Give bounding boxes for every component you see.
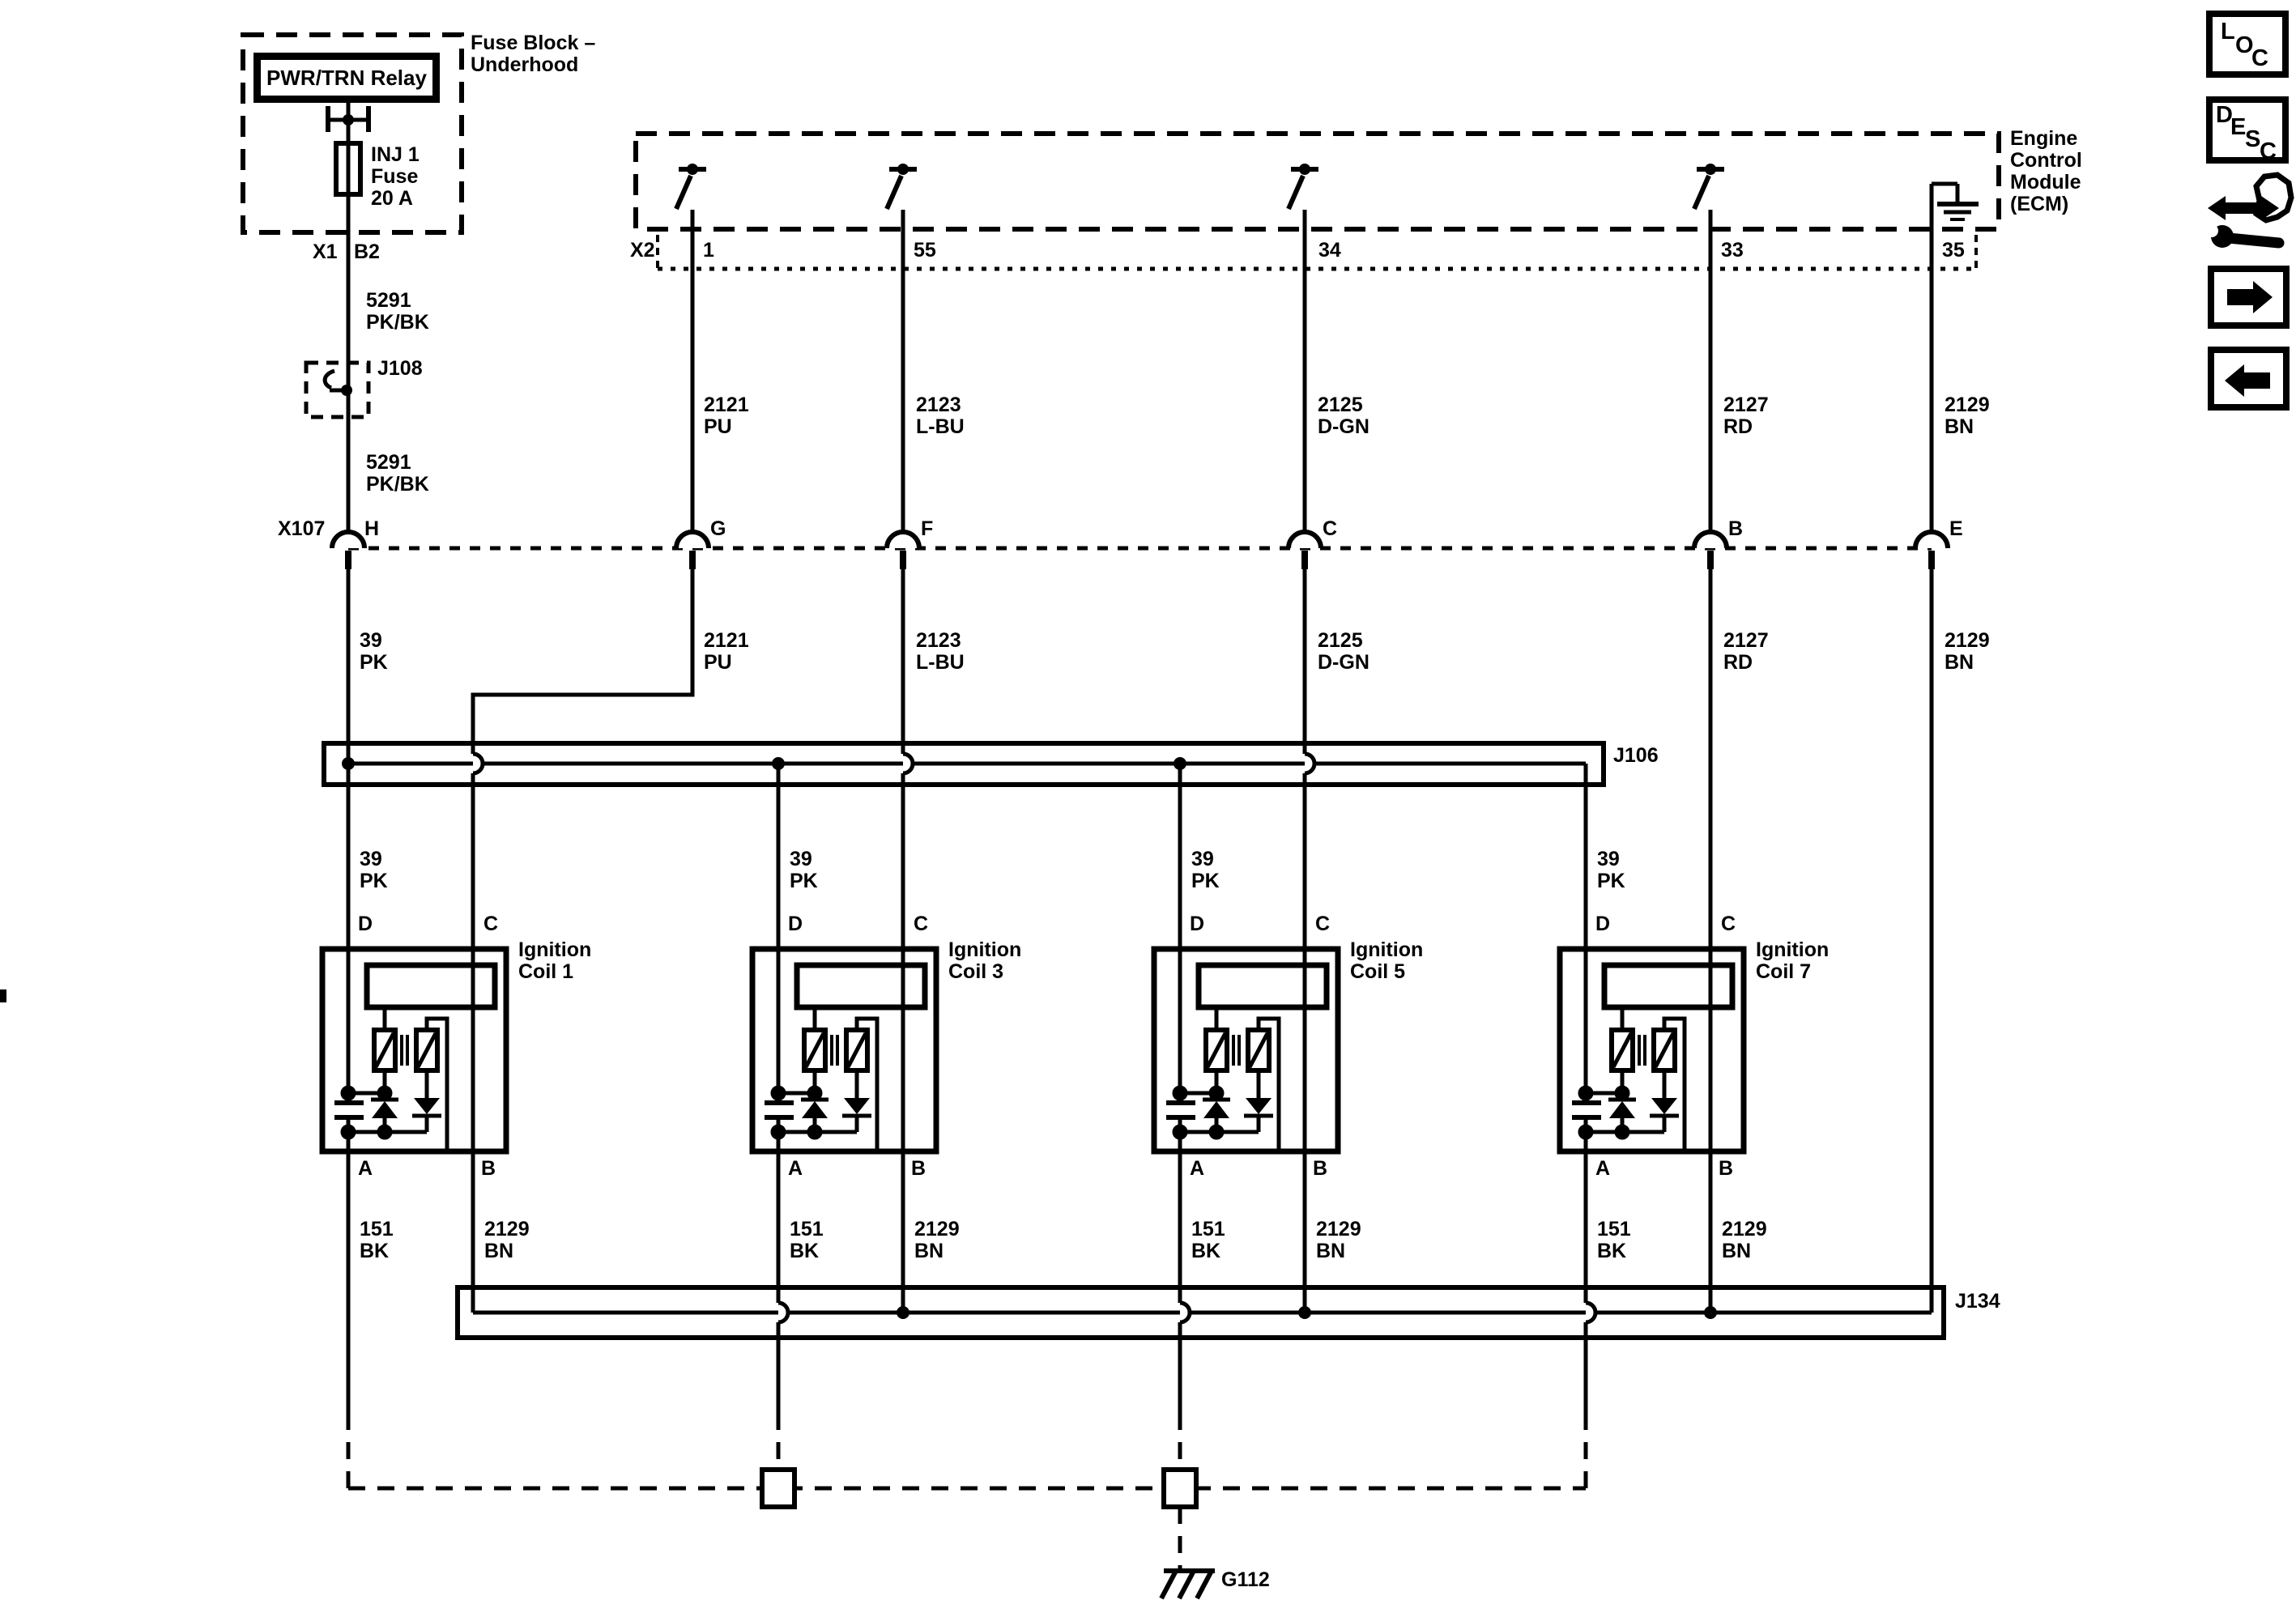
wire-2123-upper: 2123 L-BU bbox=[916, 394, 965, 438]
fuse-pin-b2: B2 bbox=[354, 240, 380, 263]
coil5-pin-a: A bbox=[1190, 1157, 1205, 1180]
inj1-fuse-label: INJ 1 Fuse 20 A bbox=[371, 143, 420, 210]
coil1-pin-c: C bbox=[483, 913, 499, 935]
wire-hops bbox=[473, 754, 1595, 1322]
ground-dashed-wires bbox=[346, 1413, 1588, 1569]
ecm-pin-1: 1 bbox=[703, 239, 714, 262]
ecm-pin-34: 34 bbox=[1318, 239, 1341, 262]
desc-letter-c: C bbox=[2260, 138, 2277, 164]
junction-j106: J106 bbox=[1613, 744, 1659, 767]
fuse-block-box bbox=[241, 32, 464, 235]
coil1-pin-a: A bbox=[358, 1157, 373, 1180]
coil5-pin-c: C bbox=[1315, 913, 1331, 935]
splice-j108: J108 bbox=[377, 357, 423, 380]
ecm-connector-x2: X2 bbox=[630, 239, 655, 262]
related-diagram-icon[interactable] bbox=[2205, 172, 2294, 249]
wire-2129-lower: 2129 BN bbox=[1945, 629, 1990, 674]
x107-pin-b: B bbox=[1728, 517, 1744, 540]
x107-label: X107 bbox=[278, 517, 326, 540]
fuse-block-label: Fuse Block – Underhood bbox=[471, 32, 596, 76]
ecm-driver-symbols bbox=[676, 164, 1724, 209]
x107-pin-f: F bbox=[921, 517, 934, 540]
desc-letter-d: D bbox=[2216, 102, 2233, 128]
coil3-pin-b: B bbox=[911, 1157, 926, 1180]
g112-ground-symbol bbox=[1159, 1568, 1215, 1600]
wire-2125-upper: 2125 D-GN bbox=[1318, 394, 1370, 438]
coil7-pin-b: B bbox=[1719, 1157, 1734, 1180]
fuse-connector-x1: X1 bbox=[313, 240, 338, 263]
back-arrow-button[interactable] bbox=[2208, 347, 2290, 411]
wire-39-coil3: 39 PK bbox=[790, 848, 818, 892]
wire-2129-coil3: 2129 BN bbox=[914, 1218, 960, 1262]
ecm-pin-55: 55 bbox=[914, 239, 936, 262]
x107-pin-e: E bbox=[1949, 517, 1963, 540]
coil5-name: Ignition Coil 5 bbox=[1350, 938, 1424, 983]
forward-arrow-button[interactable] bbox=[2208, 266, 2290, 329]
j134-bus bbox=[455, 1285, 1946, 1340]
right-arrow-icon bbox=[2227, 281, 2273, 313]
junction-j134: J134 bbox=[1955, 1290, 2000, 1313]
coil3-pin-c: C bbox=[914, 913, 929, 935]
j108-splice-box bbox=[304, 360, 371, 419]
wire-39-coil1: 39 PK bbox=[360, 848, 388, 892]
coil3-pin-a: A bbox=[788, 1157, 803, 1180]
coil3-pin-d: D bbox=[788, 913, 803, 935]
wire-2121-upper: 2121 PU bbox=[704, 394, 749, 438]
loc-letter-c: C bbox=[2251, 45, 2268, 71]
coil5-pin-b: B bbox=[1313, 1157, 1328, 1180]
wire-5291-lower: 5291 PK/BK bbox=[366, 451, 429, 496]
ecm-pin-35: 35 bbox=[1942, 239, 1965, 262]
ecm-pin-33: 33 bbox=[1721, 239, 1744, 262]
ecm-box bbox=[633, 131, 2001, 271]
coil1-pin-b: B bbox=[481, 1157, 496, 1180]
x107-pin-h: H bbox=[364, 517, 380, 540]
coil7-pin-d: D bbox=[1595, 913, 1611, 935]
wire-39-coil5: 39 PK bbox=[1191, 848, 1220, 892]
edge-artifact bbox=[0, 989, 6, 1002]
desc-letter-e: E bbox=[2230, 114, 2247, 140]
wire-151-coil7: 151 BK bbox=[1597, 1218, 1631, 1262]
wire-151-coil5: 151 BK bbox=[1191, 1218, 1225, 1262]
coil7-name: Ignition Coil 7 bbox=[1756, 938, 1830, 983]
wire-2129-upper: 2129 BN bbox=[1945, 394, 1990, 438]
wire-2129-coil5: 2129 BN bbox=[1316, 1218, 1361, 1262]
coil7-pin-a: A bbox=[1595, 1157, 1611, 1180]
wire-151-coil1: 151 BK bbox=[360, 1218, 394, 1262]
wire-2125-lower: 2125 D-GN bbox=[1318, 629, 1370, 674]
wires bbox=[346, 103, 1934, 1413]
coil3-name: Ignition Coil 3 bbox=[948, 938, 1022, 983]
j106-bus bbox=[322, 741, 1606, 787]
loc-button-box[interactable] bbox=[2206, 11, 2289, 78]
coil5-pin-d: D bbox=[1190, 913, 1205, 935]
coil1-pin-d: D bbox=[358, 913, 373, 935]
desc-button-box[interactable] bbox=[2206, 96, 2289, 164]
wire-39-x107: 39 PK bbox=[360, 629, 388, 674]
junction-dots bbox=[342, 757, 1717, 1319]
wire-2127-lower: 2127 RD bbox=[1723, 629, 1769, 674]
pwr-trn-relay: PWR/TRN Relay bbox=[253, 53, 440, 103]
wire-151-coil3: 151 BK bbox=[790, 1218, 824, 1262]
wire-2129-coil1: 2129 BN bbox=[484, 1218, 530, 1262]
sidebar-icons bbox=[2205, 11, 2294, 411]
x107-pin-g: G bbox=[710, 517, 726, 540]
wire-2121-lower: 2121 PU bbox=[704, 629, 749, 674]
left-arrow-icon bbox=[2225, 364, 2270, 397]
wire-2127-upper: 2127 RD bbox=[1723, 394, 1769, 438]
loc-letter-o: O bbox=[2235, 32, 2254, 58]
coil7-pin-c: C bbox=[1721, 913, 1736, 935]
desc-letter-s: S bbox=[2245, 126, 2261, 152]
wire-2123-lower: 2123 L-BU bbox=[916, 629, 965, 674]
wire-2129-coil7: 2129 BN bbox=[1722, 1218, 1767, 1262]
x107-pins bbox=[332, 532, 1948, 569]
loc-letter-l: L bbox=[2221, 19, 2235, 45]
ecm-label: Engine Control Module (ECM) bbox=[2010, 127, 2082, 215]
ecm-ground-symbol bbox=[1932, 181, 1979, 221]
wire-39-coil7: 39 PK bbox=[1597, 848, 1625, 892]
ground-g112: G112 bbox=[1221, 1568, 1270, 1591]
coil1-name: Ignition Coil 1 bbox=[518, 938, 592, 983]
x107-pin-c: C bbox=[1323, 517, 1338, 540]
wire-5291-upper: 5291 PK/BK bbox=[366, 289, 429, 334]
